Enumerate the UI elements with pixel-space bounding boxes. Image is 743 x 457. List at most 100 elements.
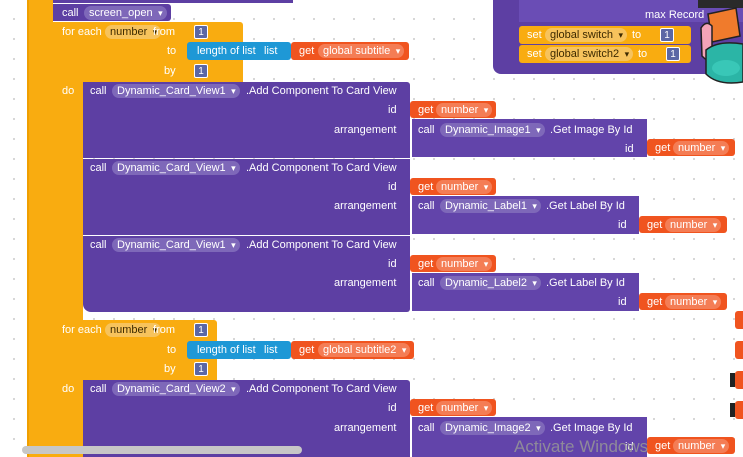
number-dropdown-b1[interactable]: number (436, 180, 493, 194)
get-keyword-c2: get (647, 296, 663, 308)
horizontal-scrollbar[interactable] (22, 446, 302, 454)
event-block-body (29, 0, 53, 457)
arrangement-label-c: arrangement (334, 277, 397, 289)
add-component-label-d: .Add Component To Card View (246, 383, 397, 395)
by-value-2[interactable]: 1 (194, 362, 208, 376)
loop-variable-1[interactable]: number (105, 25, 162, 39)
id-label-c: id (388, 258, 397, 270)
length-of-list-label-2: length of list (197, 344, 256, 356)
get-keyword-d2: get (655, 440, 671, 452)
add-component-label-c: .Add Component To Card View (246, 239, 397, 251)
top-partial-block (53, 0, 293, 3)
number-dropdown-b2[interactable]: number (665, 218, 722, 232)
switch-value[interactable]: 1 (660, 28, 674, 42)
screen-open-dropdown[interactable]: screen_open (84, 6, 167, 20)
from-keyword-2: from (153, 324, 175, 336)
card-view1-dropdown-c[interactable]: Dynamic_Card_View1 (112, 238, 240, 252)
offscreen-block-3[interactable] (735, 371, 743, 389)
do-keyword: do (62, 85, 75, 97)
image1-dropdown-a[interactable]: Dynamic_Image1 (440, 123, 545, 137)
number-dropdown-d1[interactable]: number (436, 401, 493, 415)
add-component-label-a: .Add Component To Card View (246, 85, 397, 97)
list-label-2: list (264, 344, 278, 356)
set-keyword: set (527, 29, 542, 41)
call-keyword-d2: call (418, 422, 435, 434)
id-label-d: id (388, 402, 397, 414)
get-keyword-b2: get (647, 219, 663, 231)
max-record-label-2: max Record (645, 9, 705, 21)
get-label-label-b: .Get Label By Id (546, 200, 625, 212)
get-keyword-a2: get (655, 142, 671, 154)
arrangement-label-d: arrangement (334, 422, 397, 434)
max-record-inner (519, 0, 743, 22)
offscreen-block-4[interactable] (735, 401, 743, 419)
call-keyword-a2: call (418, 124, 435, 136)
for-each-keyword-2: for each (62, 324, 102, 336)
global-subtitle-dropdown[interactable]: global subtitle (318, 44, 405, 58)
get-keyword-loop2: get (299, 344, 315, 356)
offscreen-dark-2 (730, 403, 735, 417)
image2-dropdown-d[interactable]: Dynamic_Image2 (440, 421, 545, 435)
call-keyword-b: call (90, 162, 107, 174)
to-keyword-loop2: to (167, 344, 177, 356)
label1-dropdown-b[interactable]: Dynamic_Label1 (440, 199, 541, 213)
global-switch-dropdown[interactable]: global switch (545, 28, 627, 42)
character-mascot-icon (698, 0, 743, 84)
from-keyword: from (153, 26, 175, 38)
get-keyword-d1: get (418, 402, 434, 414)
call-keyword-c2: call (418, 277, 435, 289)
id-label-a2: id (625, 143, 634, 155)
get-keyword-c1: get (418, 258, 434, 270)
to-keyword-loop1: to (167, 45, 177, 57)
id-label-b: id (388, 181, 397, 193)
from-value-1[interactable]: 1 (194, 25, 208, 39)
number-dropdown-d2[interactable]: number (673, 439, 730, 453)
from-value-2[interactable]: 1 (194, 323, 208, 337)
set-keyword-2: set (527, 48, 542, 60)
get-label-label-c: .Get Label By Id (546, 277, 625, 289)
get-image-label-d: .Get Image By Id (550, 422, 633, 434)
for-each-2-rail (53, 378, 83, 457)
list-label: list (264, 45, 278, 57)
global-switch2-dropdown[interactable]: global switch2 (545, 47, 634, 61)
number-dropdown-c2[interactable]: number (665, 295, 722, 309)
by-keyword: by (164, 65, 176, 77)
switch2-value[interactable]: 1 (666, 47, 680, 61)
get-image-label-a: .Get Image By Id (550, 124, 633, 136)
number-dropdown-a2[interactable]: number (673, 141, 730, 155)
activate-windows-watermark: Activate Windows (514, 437, 649, 456)
offscreen-dark-1 (730, 373, 735, 387)
get-keyword-a1: get (418, 104, 434, 116)
get-keyword: get (299, 45, 315, 57)
length-of-list-block-2[interactable] (187, 341, 291, 359)
to-keyword: to (632, 29, 642, 41)
offscreen-block-2[interactable] (735, 341, 743, 359)
card-view1-dropdown-a[interactable]: Dynamic_Card_View1 (112, 84, 240, 98)
to-keyword-2: to (638, 48, 648, 60)
length-of-list-label: length of list (197, 45, 256, 57)
label2-dropdown-c[interactable]: Dynamic_Label2 (440, 276, 541, 290)
for-each-1-rail (53, 80, 83, 320)
arrangement-label-b: arrangement (334, 200, 397, 212)
id-label-b2: id (618, 219, 627, 231)
id-label-d2: id (625, 441, 634, 453)
call-keyword-a: call (90, 85, 107, 97)
loop-variable-2[interactable]: number (105, 323, 162, 337)
by-keyword-2: by (164, 363, 176, 375)
global-subtitle2-dropdown[interactable]: global subtitle2 (318, 343, 411, 357)
call-keyword-c: call (90, 239, 107, 251)
get-keyword-b1: get (418, 181, 434, 193)
offscreen-block-1[interactable] (735, 311, 743, 329)
length-of-list-block-1[interactable] (187, 42, 291, 60)
card-view2-dropdown-d[interactable]: Dynamic_Card_View2 (112, 382, 240, 396)
call-keyword-d: call (90, 383, 107, 395)
for-each-keyword: for each (62, 26, 102, 38)
number-dropdown-a1[interactable]: number (436, 103, 493, 117)
id-label-c2: id (618, 296, 627, 308)
call-keyword-b2: call (418, 200, 435, 212)
number-dropdown-c1[interactable]: number (436, 257, 493, 271)
by-value-1[interactable]: 1 (194, 64, 208, 78)
card-view1-dropdown-b[interactable]: Dynamic_Card_View1 (112, 161, 240, 175)
add-component-label-b: .Add Component To Card View (246, 162, 397, 174)
id-label-a: id (388, 104, 397, 116)
